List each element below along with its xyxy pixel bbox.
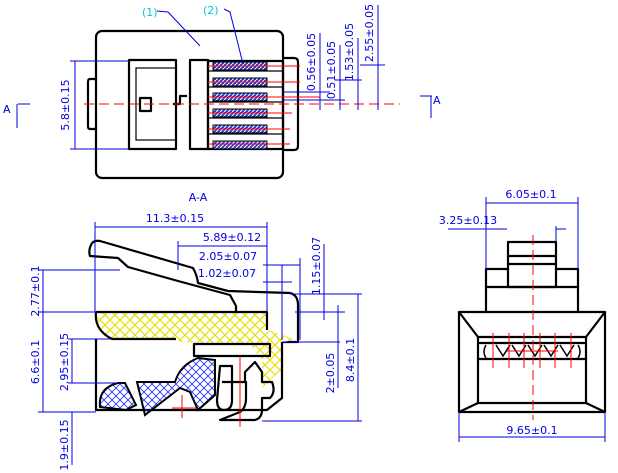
dim-right-lines — [262, 293, 362, 422]
contact-block — [206, 59, 285, 151]
contacts — [208, 61, 283, 150]
hatched-clamp-middle — [135, 356, 216, 417]
dim-pitch-lines — [283, 5, 385, 110]
hatched-clamp-left — [98, 382, 138, 412]
dim-pitch-a-label: 0.56±0.05 — [305, 33, 318, 91]
contact-centerlines — [208, 65, 320, 145]
dim-bottom-label: 1.9±0.15 — [58, 419, 71, 470]
top-view: 5.8±0.15 0.56±0.05 0.51±0.05 1.53±0.05 2… — [3, 4, 441, 180]
dim-latch-height-label: 2.77±0.1 — [29, 265, 42, 316]
section-marker-left-arrow — [16, 103, 30, 128]
contact-tips — [483, 344, 581, 359]
section-title: A-A — [189, 191, 208, 204]
section-centerlines — [172, 356, 241, 427]
latch-top — [91, 239, 300, 344]
section-view: 11.3±0.15 5.89±0.12 2.05±0.07 1.02±0.07 … — [29, 212, 362, 471]
latch-lines — [508, 254, 556, 266]
dim-pitch-c-label: 1.53±0.05 — [343, 23, 356, 81]
dim-width-label: 9.65±0.1 — [506, 424, 557, 437]
contact — [212, 140, 268, 150]
shoulder-block — [484, 267, 580, 312]
contact-centerlines — [492, 333, 572, 368]
dim-length-label: 11.3±0.15 — [146, 212, 204, 225]
front-frame — [457, 310, 607, 414]
dim-total-height-label: 8.4±0.1 — [344, 338, 357, 382]
callout-2: (2) — [203, 4, 219, 17]
contact-separators — [208, 70, 283, 135]
dim-step-a-label: 2.05±0.07 — [199, 250, 257, 263]
dim-step-c-label: 1.15±0.07 — [310, 237, 323, 295]
dim-top-width-label: 6.05±0.1 — [505, 188, 556, 201]
contact-slot — [192, 342, 272, 358]
latch-arm — [88, 242, 238, 312]
front-dim-lines — [448, 197, 606, 442]
callout-leaders — [156, 8, 244, 65]
dim-pitch-b-label: 0.51±0.05 — [325, 41, 338, 99]
yellow-insulator — [96, 312, 295, 388]
dim-tab-width-label: 3.25±0.13 — [439, 214, 497, 227]
latch-inner — [135, 67, 177, 141]
callout-1: (1) — [142, 6, 158, 19]
section-marker-right-arrow — [420, 95, 432, 118]
dim-length-lines — [94, 222, 301, 340]
dim-pitch-d-label: 2.55±0.05 — [363, 4, 376, 62]
dim-step-b-label: 1.02±0.07 — [198, 267, 256, 280]
dim-latch-label: 5.89±0.12 — [203, 231, 261, 244]
dim-inner-height-label: 2.95±0.15 — [58, 333, 71, 391]
front-view: 6.05±0.1 3.25±0.13 9.65±0.1 — [439, 188, 607, 442]
dim-contact-label: 2±0.05 — [324, 353, 337, 394]
dim-height-line — [70, 60, 129, 150]
section-marker-right: A — [433, 94, 441, 107]
dim-body-height-label: 6.6±0.1 — [29, 340, 42, 384]
frame-bevels — [458, 311, 606, 413]
dim-height-label: 5.8±0.15 — [59, 79, 72, 130]
contact-blade — [215, 364, 234, 412]
section-marker-left: A — [3, 103, 11, 116]
front-opening — [476, 335, 588, 405]
dim-vertical-lines — [38, 269, 120, 465]
strain-relief — [218, 360, 275, 422]
